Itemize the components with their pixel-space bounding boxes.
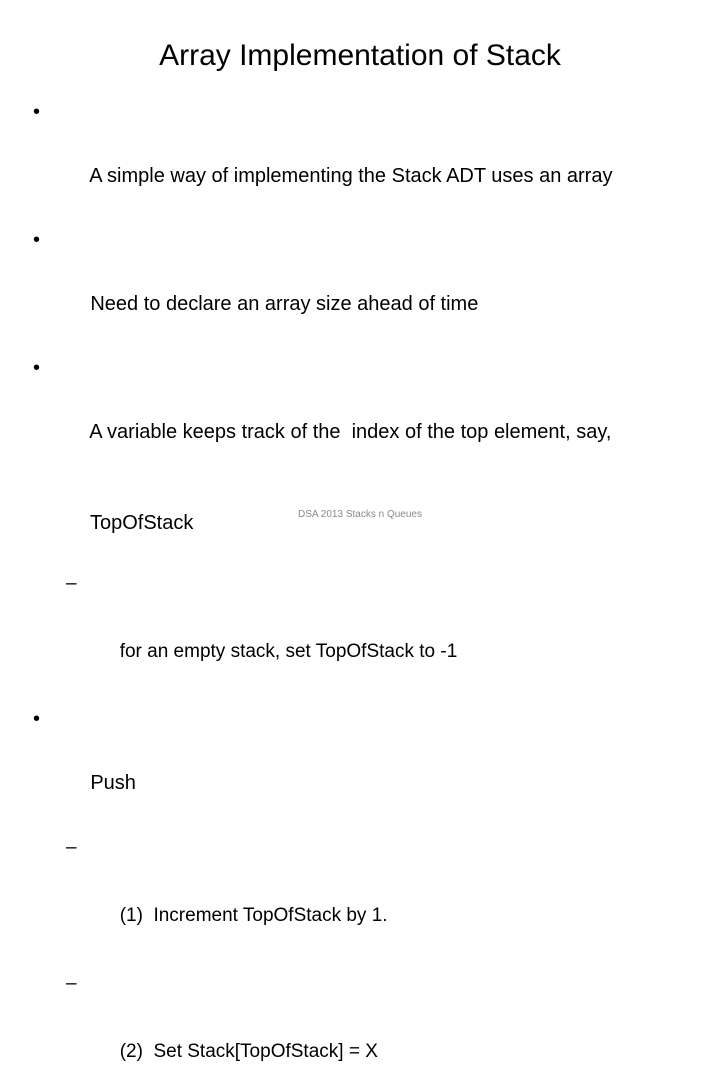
- bullet-marker-icon: •: [33, 357, 41, 379]
- bullet-text: TopOfStack: [89, 512, 194, 534]
- bullet-item: • Push: [0, 703, 720, 831]
- bullet-item: • Need to declare an array size ahead of…: [0, 224, 720, 352]
- sub-bullet-item: – (2) Set Stack[TopOfStack] = X: [0, 967, 720, 1080]
- bullet-item: • A simple way of implementing the Stack…: [0, 96, 720, 224]
- bullet-text: A simple way of implementing the Stack A…: [89, 165, 613, 187]
- sub-bullet-text: (2) Set Stack[TopOfStack] = X: [119, 1041, 378, 1062]
- bullet-text: Need to declare an array size ahead of t…: [90, 293, 479, 315]
- slide-body: • A simple way of implementing the Stack…: [0, 96, 720, 1080]
- dash-marker-icon: –: [66, 973, 77, 994]
- bullet-marker-icon: •: [33, 101, 41, 123]
- bullet-text: A variable keeps track of the index of t…: [89, 421, 612, 443]
- slide: Array Implementation of Stack • A simple…: [33, 39, 613, 1062]
- bullet-continuation-line: TopOfStack: [0, 480, 720, 567]
- slide-title: Array Implementation of Stack: [159, 39, 561, 72]
- sub-bullet-item: – (1) Increment TopOfStack by 1.: [0, 831, 720, 967]
- sub-bullet-text: (1) Increment TopOfStack by 1.: [119, 905, 388, 926]
- slide-footer: DSA 2013 Stacks n Queues: [298, 509, 422, 520]
- bullet-text: Push: [90, 772, 136, 794]
- sub-bullet-text: for an empty stack, set TopOfStack to -1: [119, 641, 458, 662]
- dash-marker-icon: –: [66, 837, 77, 858]
- dash-marker-icon: –: [66, 573, 77, 594]
- bullet-item: • A variable keeps track of the index of…: [0, 352, 720, 480]
- sub-bullet-item: – for an empty stack, set TopOfStack to …: [0, 567, 720, 703]
- bullet-marker-icon: •: [33, 708, 41, 730]
- bullet-marker-icon: •: [33, 229, 41, 251]
